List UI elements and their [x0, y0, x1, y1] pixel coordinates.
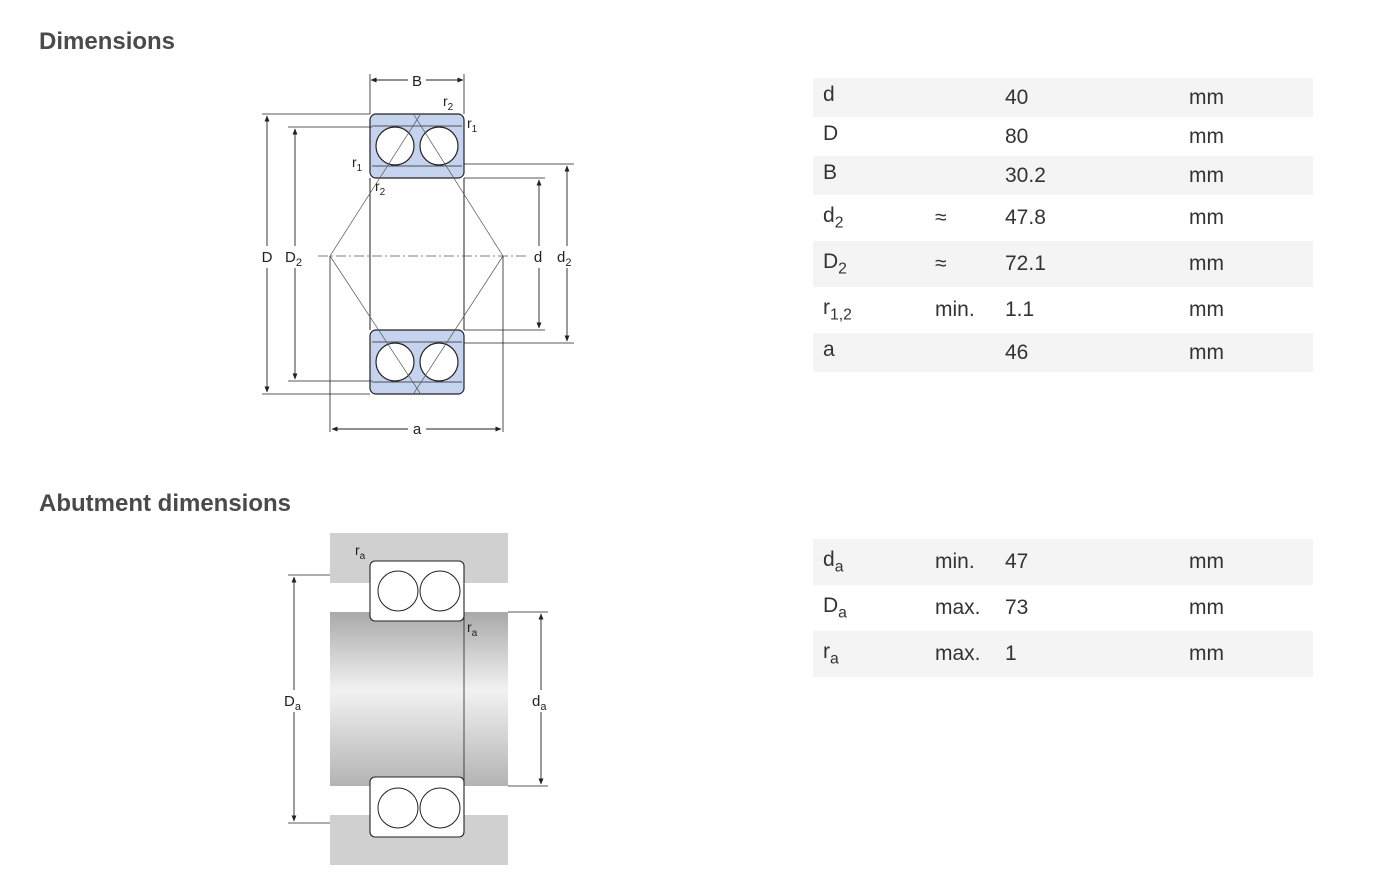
shaft: [330, 612, 508, 786]
ball-icon: [419, 342, 459, 382]
label-D: D: [262, 249, 273, 266]
ball-icon: [419, 126, 459, 166]
abutment-dimensions-diagram: Da da ra ra: [280, 533, 556, 865]
label-d2: d2: [557, 249, 571, 269]
label-Da: Da: [284, 693, 302, 713]
label-ra-top: ra: [355, 542, 366, 562]
label-B: B: [412, 73, 422, 90]
dimensions-table: d 40 mm D 80 mm B 30.2 mm d2 ≈ 47.8 mm D…: [813, 78, 1313, 372]
table-row: Da max. 73 mm: [823, 593, 1224, 622]
label-ra-right: ra: [467, 619, 478, 639]
label-d: d: [534, 249, 542, 266]
abutment-dimensions-table: da min. 47 mm Da max. 73 mm ra max. 1 mm: [813, 539, 1313, 677]
label-da: da: [532, 693, 547, 713]
table-row: d 40 mm: [813, 78, 1313, 117]
ball-icon: [375, 126, 415, 166]
table-row: da min. 47 mm: [813, 539, 1313, 585]
label-a: a: [413, 421, 422, 438]
abutment-dimensions-heading: Abutment dimensions: [39, 490, 292, 517]
table-row: d2 ≈ 47.8 mm: [823, 203, 1224, 232]
bearing-section-bottom: [369, 776, 465, 838]
table-row: D 80 mm: [823, 122, 1224, 148]
label-r1-right: r1: [467, 115, 478, 135]
table-row: D2 ≈ 72.1 mm: [813, 241, 1313, 287]
bearing-dimensions-diagram: B D D2 d d2 a r2 r1 r1 r2: [258, 71, 579, 438]
table-row: r1,2 min. 1.1 mm: [823, 295, 1224, 324]
bearing-section-top: [369, 560, 465, 622]
table-row: B 30.2 mm: [813, 156, 1313, 195]
label-r2-left: r2: [375, 178, 386, 198]
label-r2-top: r2: [443, 93, 454, 113]
table-row: ra max. 1 mm: [813, 631, 1313, 677]
dimensions-heading: Dimensions: [39, 28, 176, 55]
label-r1-left: r1: [352, 154, 363, 174]
label-D2: D2: [285, 249, 302, 269]
ball-icon: [375, 342, 415, 382]
table-row: a 46 mm: [813, 333, 1313, 372]
